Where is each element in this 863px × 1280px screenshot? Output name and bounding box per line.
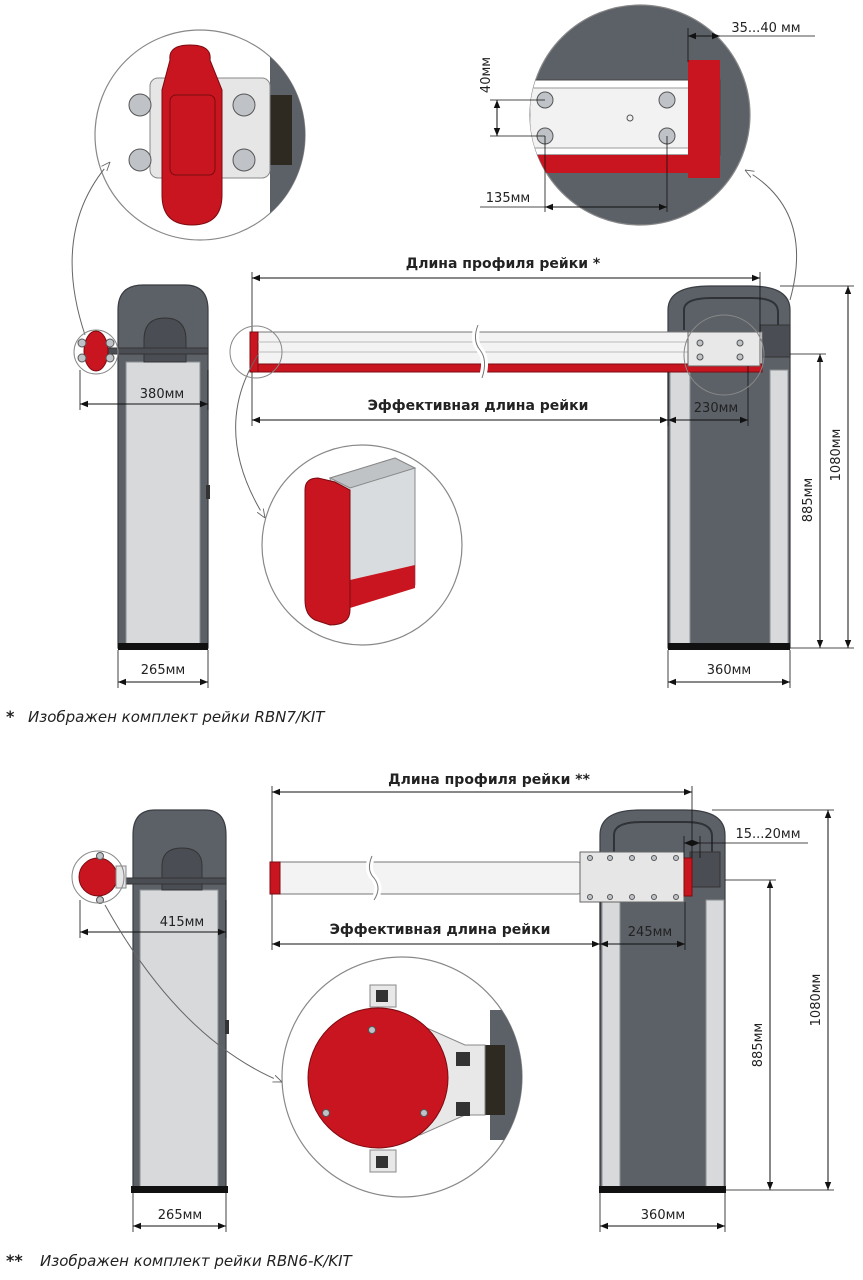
bottom-footnote-mark: **	[6, 1251, 23, 1270]
right-width-dimension-label: 360мм	[707, 663, 751, 678]
bottom-right-barrier-housing	[599, 809, 726, 1193]
right-barrier-housing	[667, 285, 791, 650]
height-1080-label: 1080мм	[829, 429, 844, 482]
right-width-dimension: 360мм	[667, 650, 791, 688]
bottom-profile-length-dimension: Длина профиля рейки **	[271, 772, 693, 862]
bottom-right-width-dimension-label: 360мм	[641, 1208, 685, 1223]
bottom-height-1080-label: 1080мм	[809, 974, 824, 1027]
bottom-15-20-label: 15...20мм	[735, 827, 800, 842]
bottom-mount-dimension: 245мм	[600, 902, 686, 950]
left-cap-dimension: 380мм	[79, 370, 209, 410]
left-barrier-housing	[107, 284, 210, 650]
detail-40-label: 40мм	[479, 57, 494, 93]
detail-boom-end	[261, 444, 463, 646]
top-footnote-mark: *	[6, 707, 15, 726]
profile-length-dimension: Длина профиля рейки *	[251, 256, 761, 332]
bottom-detail-round-cap	[281, 956, 523, 1198]
bottom-left-cap-dimension: 415мм	[79, 900, 227, 938]
bottom-footnote: Изображен комплект рейки RBN6-K/KIT	[40, 1252, 354, 1270]
bottom-diagram: Длина профиля рейки ** Эффективная длина…	[6, 772, 834, 1270]
height-1080-dimension: 1080мм	[780, 285, 854, 649]
profile-length-label: Длина профиля рейки *	[406, 256, 601, 272]
effective-length-dimension: Эффективная длина рейки	[251, 372, 669, 426]
mount-dimension-label: 230мм	[694, 401, 738, 416]
bottom-left-width-dimension-label: 265мм	[158, 1208, 202, 1223]
left-cap-dimension-label: 380мм	[140, 387, 184, 402]
bottom-left-width-dimension: 265мм	[132, 1193, 227, 1232]
bottom-profile-length-label: Длина профиля рейки **	[388, 772, 590, 788]
left-width-dimension-label: 265мм	[141, 663, 185, 678]
top-footnote: Изображен комплект рейки RBN7/KIT	[28, 708, 326, 726]
bottom-effective-length-label: Эффективная длина рейки	[330, 922, 551, 938]
bottom-left-cap-dimension-label: 415мм	[160, 915, 204, 930]
bottom-height-885-dimension: 885мм	[725, 879, 776, 1191]
bottom-15-20-dimension: 15...20мм	[683, 827, 808, 858]
bottom-left-barrier-housing	[117, 809, 229, 1193]
height-885-label: 885мм	[801, 478, 816, 522]
mount-dimension: 230мм	[668, 366, 749, 426]
bottom-height-885-label: 885мм	[751, 1023, 766, 1067]
bottom-left-cap-small	[78, 852, 127, 904]
detail-35-40-label: 35...40 мм	[731, 21, 800, 36]
bottom-right-width-dimension: 360мм	[599, 1193, 726, 1232]
detail-135-label: 135мм	[486, 191, 530, 206]
top-boom	[249, 323, 763, 380]
bottom-mount-dimension-label: 245мм	[628, 925, 672, 940]
bottom-boom	[269, 851, 693, 903]
left-cap-small	[77, 330, 115, 372]
detail-mount-plate: 40мм 35...40 мм 135мм	[479, 4, 815, 226]
effective-length-label: Эффективная длина рейки	[368, 398, 589, 414]
bottom-height-1080-dimension: 1080мм	[712, 809, 834, 1191]
height-885-dimension: 885мм	[790, 353, 826, 649]
left-width-dimension: 265мм	[117, 650, 209, 688]
bottom-effective-length-dimension: Эффективная длина рейки	[271, 894, 601, 950]
top-diagram: Длина профиля рейки * Эффективная длина …	[6, 4, 854, 726]
detail-cap-front	[94, 29, 306, 241]
